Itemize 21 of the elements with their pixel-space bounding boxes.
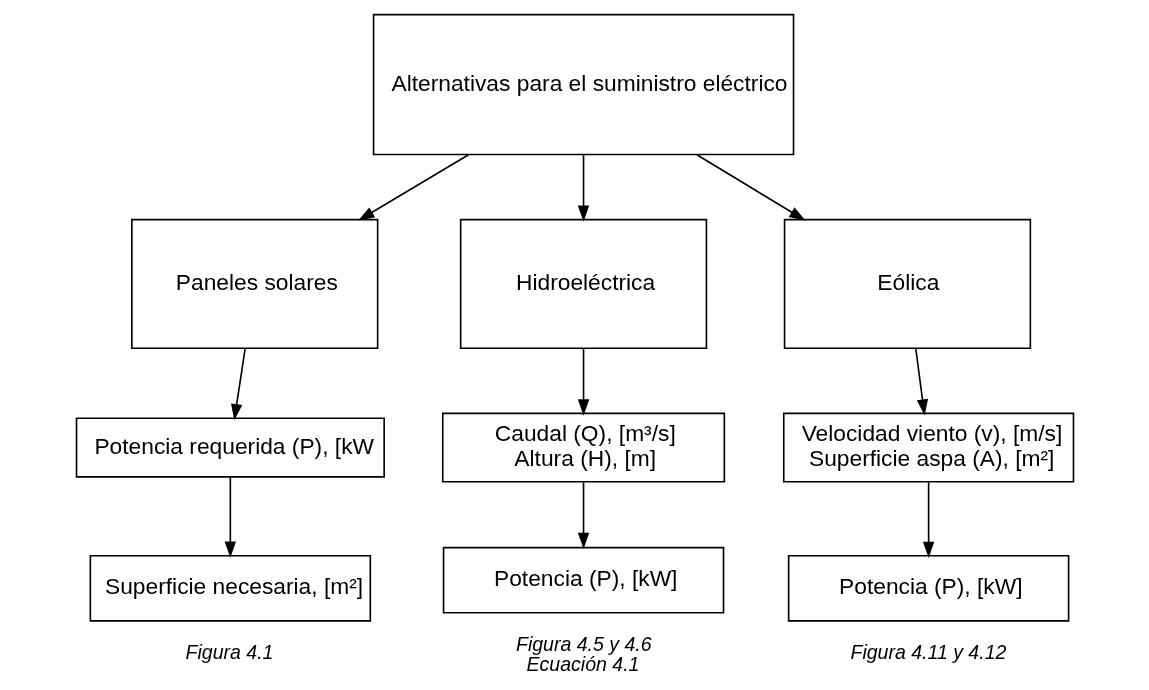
- arrow: [695, 154, 806, 221]
- node-box: Hidroeléctrica: [459, 218, 707, 350]
- arrow: [224, 476, 236, 558]
- arrow: [922, 481, 934, 558]
- node-box: Potencia (P), [kW]: [787, 554, 1069, 622]
- node-box: Paneles solares: [130, 218, 378, 350]
- arrow: [914, 347, 928, 416]
- node-box: Eólica: [783, 218, 1031, 350]
- node-box: Potencia requerida (P), [kW: [75, 417, 385, 478]
- node-label: Figura 4.11 y 4.12: [849, 641, 1006, 664]
- node-box: Potencia (P), [kW]: [442, 546, 724, 614]
- arrow: [577, 347, 589, 416]
- node-box: Alternativas para el suministro eléctrico: [372, 13, 794, 156]
- arrow: [357, 154, 469, 221]
- arrow: [577, 154, 589, 222]
- arrow: [230, 347, 246, 421]
- node-box: Superficie necesaria, [m²]: [89, 554, 371, 622]
- arrow: [577, 481, 589, 549]
- node-label: Figura 4.1: [185, 641, 273, 664]
- node-box: Velocidad viento (v), [m/s] Superficie aspa (A), [m²]: [782, 412, 1074, 483]
- node-box: Caudal (Q), [m³/s] Altura (H), [m]: [441, 412, 725, 483]
